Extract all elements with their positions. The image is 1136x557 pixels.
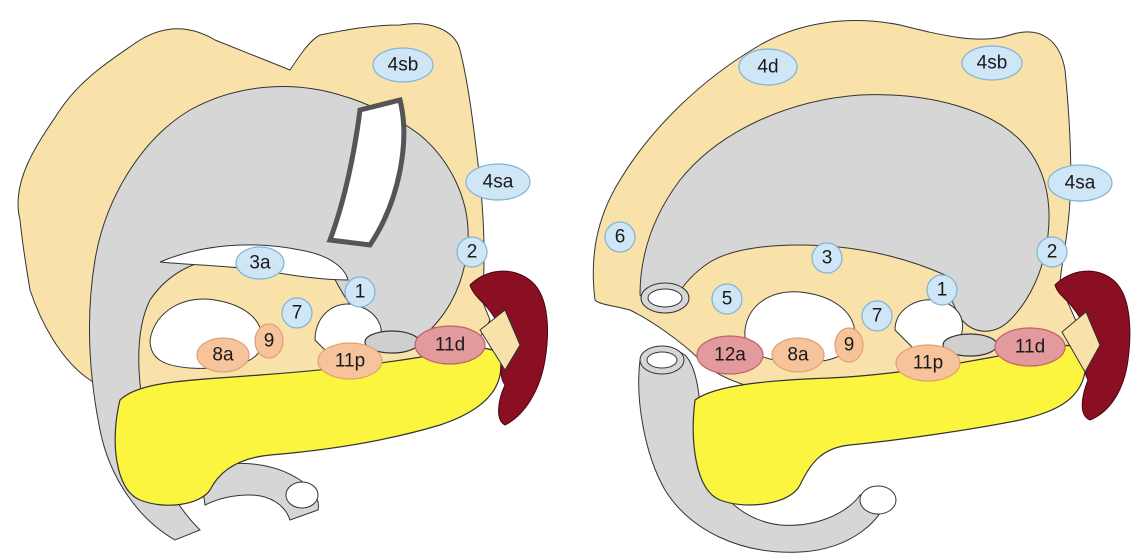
right-node-11p[interactable]: 11p	[896, 345, 960, 381]
left-node-4sb-label: 4sb	[388, 55, 419, 76]
left-node-4sa[interactable]: 4sa	[466, 164, 530, 200]
left-node-3a[interactable]: 3a	[236, 247, 284, 279]
right-node-12a[interactable]: 12a	[697, 336, 763, 374]
right-node-11d[interactable]: 11d	[995, 328, 1065, 366]
right-node-1-label: 1	[937, 280, 948, 301]
right-node-5-label: 5	[722, 289, 733, 310]
right-node-12a-label: 12a	[714, 345, 746, 366]
right-node-1[interactable]: 1	[927, 275, 957, 305]
left-node-2[interactable]: 2	[457, 237, 487, 267]
left-node-7[interactable]: 7	[282, 298, 312, 328]
right-node-4sb[interactable]: 4sb	[962, 46, 1022, 80]
left-node-8a-label: 8a	[212, 345, 234, 366]
right-node-2-label: 2	[1047, 242, 1058, 263]
right-node-11p-label: 11p	[913, 353, 943, 374]
right-node-4sa[interactable]: 4sa	[1048, 165, 1112, 201]
left-duodenum-lumen	[286, 482, 318, 508]
right-node-3[interactable]: 3	[812, 243, 842, 273]
right-node-4sa-label: 4sa	[1065, 173, 1096, 194]
right-node-7[interactable]: 7	[862, 301, 892, 331]
left-node-9[interactable]: 9	[255, 324, 283, 358]
left-node-11p-label: 11p	[335, 351, 365, 372]
right-node-5[interactable]: 5	[712, 284, 742, 314]
right-node-2[interactable]: 2	[1037, 237, 1067, 267]
right-node-4d-label: 4d	[757, 57, 778, 78]
right-node-9-label: 9	[844, 335, 855, 356]
right-node-8a-label: 8a	[787, 345, 809, 366]
left-node-1-label: 1	[355, 282, 366, 303]
right-node-6-label: 6	[615, 227, 626, 248]
right-panel: 4d 4sb 4sa 6 2 3 5 1	[593, 21, 1130, 553]
right-duodenum-lumen	[860, 486, 896, 514]
right-node-7-label: 7	[872, 306, 883, 327]
left-node-1[interactable]: 1	[345, 277, 375, 307]
left-node-2-label: 2	[467, 242, 478, 263]
left-node-9-label: 9	[264, 331, 275, 352]
right-node-8a[interactable]: 8a	[772, 338, 824, 372]
left-node-11d-label: 11d	[435, 335, 465, 356]
left-node-11d[interactable]: 11d	[415, 326, 485, 364]
right-pylorus-lumen	[648, 289, 682, 307]
right-node-11d-label: 11d	[1015, 337, 1045, 358]
right-node-4d[interactable]: 4d	[739, 49, 797, 85]
left-node-7-label: 7	[292, 303, 303, 324]
left-node-4sb[interactable]: 4sb	[373, 48, 433, 82]
left-node-8a[interactable]: 8a	[197, 338, 249, 372]
left-node-3a-label: 3a	[249, 253, 271, 274]
right-node-9[interactable]: 9	[835, 328, 863, 362]
right-node-3-label: 3	[822, 248, 833, 269]
left-node-11p[interactable]: 11p	[318, 343, 382, 379]
left-node-4sa-label: 4sa	[483, 172, 514, 193]
right-duodenum-top-lumen	[647, 352, 677, 368]
right-node-4sb-label: 4sb	[977, 53, 1008, 74]
left-panel: 4sb 4sa 2 3a 1 7 9 8a	[18, 24, 548, 540]
right-node-6[interactable]: 6	[605, 222, 635, 252]
